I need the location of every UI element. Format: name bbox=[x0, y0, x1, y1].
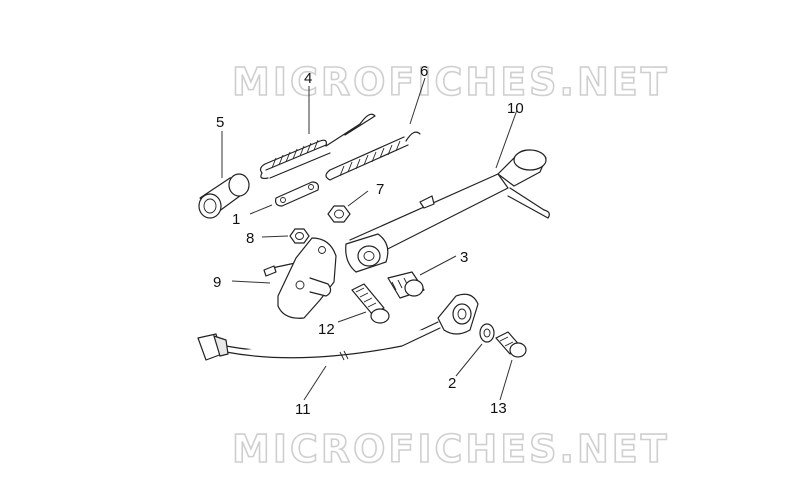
callout-10: 10 bbox=[507, 100, 524, 117]
watermark-top: MICROFICHES.NET bbox=[232, 60, 670, 104]
part-5-bushing bbox=[198, 173, 250, 219]
part-9-bracket bbox=[263, 237, 337, 319]
part-2-washer bbox=[479, 323, 495, 343]
callout-7: 7 bbox=[376, 181, 384, 198]
part-7-nut bbox=[327, 205, 351, 223]
part-11-cable bbox=[197, 321, 441, 361]
callout-labels: 5 4 6 10 1 7 8 9 3 12 2 13 11 bbox=[213, 63, 524, 418]
callout-13: 13 bbox=[490, 400, 507, 417]
callout-12: 12 bbox=[318, 321, 335, 338]
part-10-side-stand bbox=[345, 149, 550, 273]
part-3-pivot-bolt bbox=[387, 271, 425, 299]
part-4-spring bbox=[259, 113, 376, 180]
callout-6: 6 bbox=[420, 63, 428, 80]
part-6-spring bbox=[325, 131, 421, 181]
callout-9: 9 bbox=[213, 274, 221, 291]
part-12-bolt bbox=[351, 283, 390, 324]
callout-5: 5 bbox=[216, 114, 224, 131]
part-13-screw bbox=[495, 331, 527, 358]
part-8-nut bbox=[289, 228, 310, 244]
callout-2: 2 bbox=[448, 375, 456, 392]
part-1-link-plate bbox=[275, 181, 319, 207]
callout-8: 8 bbox=[246, 230, 254, 247]
leader-lines bbox=[221, 77, 518, 401]
callout-1: 1 bbox=[232, 211, 240, 228]
part-switch-body bbox=[437, 293, 479, 335]
watermark-bottom: MICROFICHES.NET bbox=[232, 427, 670, 471]
callout-3: 3 bbox=[460, 249, 468, 266]
callout-4: 4 bbox=[304, 70, 312, 87]
callout-11: 11 bbox=[295, 401, 311, 418]
